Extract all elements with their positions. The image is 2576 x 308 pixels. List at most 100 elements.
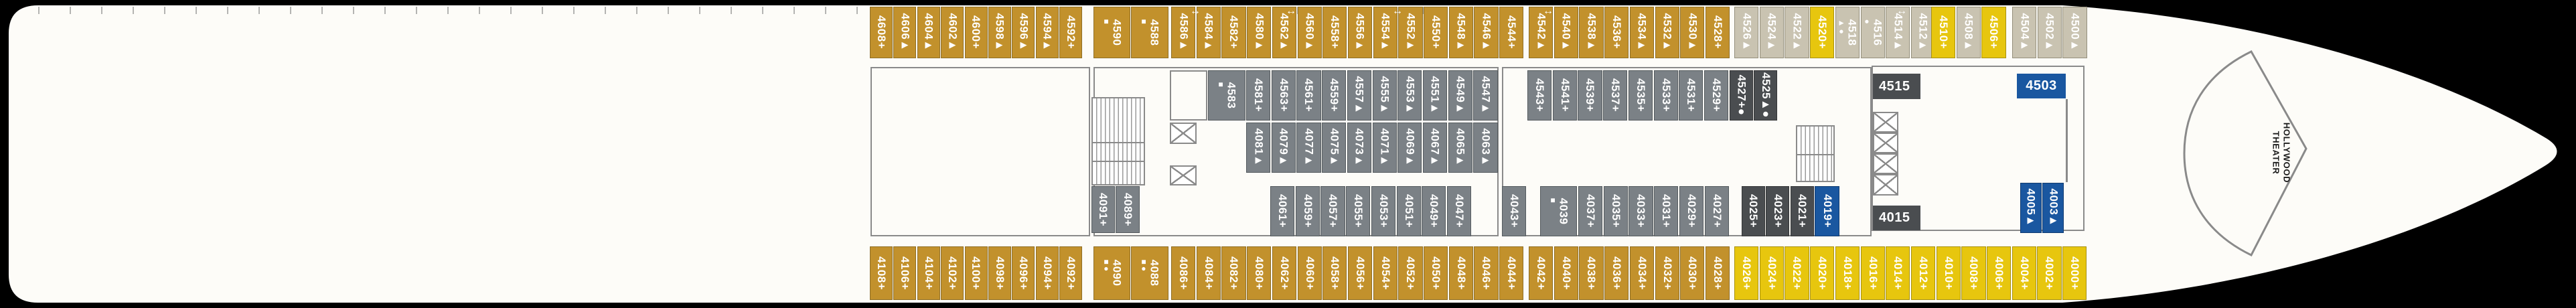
cabin-4506[interactable]: 4506+ — [1981, 7, 2006, 58]
cabin-4067[interactable]: 4067▲ — [1422, 123, 1448, 173]
cabin-4073[interactable]: 4073▲ — [1347, 123, 1372, 173]
cabin-4061[interactable]: 4061+ — [1270, 186, 1295, 236]
cabin-4039[interactable]: 4039■ — [1540, 186, 1577, 236]
cabin-4504[interactable]: 4504▲ — [2012, 7, 2037, 58]
cabin-4090[interactable]: 4090■● — [1093, 246, 1130, 300]
cabin-4046[interactable]: 4046+ — [1474, 246, 1499, 300]
cabin-4071[interactable]: 4071▲ — [1372, 123, 1397, 173]
cabin-4588[interactable]: 4588■ — [1131, 7, 1169, 58]
cabin-4054[interactable]: 4054+ — [1373, 246, 1397, 300]
cabin-4082[interactable]: 4082+ — [1221, 246, 1246, 300]
cabin-4547[interactable]: 4547▲ — [1473, 70, 1498, 121]
cabin-4558[interactable]: 4558+ — [1322, 7, 1347, 58]
cabin-4044[interactable]: 4044+ — [1499, 246, 1524, 300]
cabin-4042[interactable]: 4042+ — [1529, 246, 1554, 300]
cabin-4508[interactable]: 4508▲ — [1956, 7, 1981, 58]
cabin-4535[interactable]: 4535+ — [1628, 70, 1653, 121]
cabin-4028[interactable]: 4028+ — [1705, 246, 1730, 300]
cabin-4526[interactable]: 4526▲ — [1734, 7, 1759, 58]
cabin-4560[interactable]: 4560▲ — [1297, 7, 1322, 58]
cabin-4055[interactable]: 4055+ — [1346, 186, 1371, 236]
cabin-4550[interactable]: 4550+ — [1424, 7, 1448, 58]
cabin-4582[interactable]: 4582+ — [1221, 7, 1246, 58]
cabin-4016[interactable]: 4016+ — [1860, 246, 1885, 300]
cabin-4043[interactable]: 4043+ — [1502, 186, 1526, 236]
cabin-4092[interactable]: 4092+ — [1059, 246, 1083, 300]
cabin-4029[interactable]: 4029+ — [1679, 186, 1704, 236]
cabin-4003[interactable]: 4003▲ — [2042, 183, 2064, 233]
cabin-4098[interactable]: 4098+ — [988, 246, 1011, 300]
cabin-4012[interactable]: 4012+ — [1910, 246, 1936, 300]
cabin-4520[interactable]: 4520+ — [1810, 7, 1835, 58]
cabin-4583[interactable]: 4583■ — [1208, 70, 1246, 121]
cabin-4063[interactable]: 4063▲ — [1473, 123, 1498, 173]
cabin-4531[interactable]: 4531+ — [1679, 70, 1703, 121]
cabin-4036[interactable]: 4036+ — [1604, 246, 1629, 300]
cabin-4553[interactable]: 4553▲ — [1397, 70, 1422, 121]
cabin-4556[interactable]: 4556▲ — [1347, 7, 1373, 58]
cabin-4084[interactable]: 4084+ — [1196, 246, 1221, 300]
cabin-4018[interactable]: 4018+ — [1835, 246, 1860, 300]
cabin-4049[interactable]: 4049+ — [1422, 186, 1446, 236]
cabin-4539[interactable]: 4539+ — [1578, 70, 1602, 121]
cabin-4047[interactable]: 4047+ — [1446, 186, 1472, 236]
cabin-4079[interactable]: 4079▲ — [1271, 123, 1296, 173]
cabin-4546[interactable]: 4546▲ — [1474, 7, 1499, 58]
cabin-4527[interactable]: 4527+● — [1730, 70, 1753, 121]
cabin-4563[interactable]: 4563+ — [1271, 70, 1296, 121]
cabin-4543[interactable]: 4543+ — [1527, 70, 1552, 121]
cabin-4594[interactable]: 4594▲ — [1035, 7, 1059, 58]
cabin-4514[interactable]: 4514▲ — [1886, 7, 1910, 58]
cabin-4056[interactable]: 4056+ — [1347, 246, 1373, 300]
cabin-4030[interactable]: 4030+ — [1680, 246, 1705, 300]
cabin-4530[interactable]: 4530▲ — [1680, 7, 1705, 58]
cabin-4019[interactable]: 4019+ — [1815, 186, 1840, 236]
cabin-4500[interactable]: 4500▲ — [2062, 7, 2087, 58]
cabin-4561[interactable]: 4561+ — [1296, 70, 1321, 121]
cabin-4034[interactable]: 4034+ — [1629, 246, 1655, 300]
cabin-4522[interactable]: 4522▲ — [1785, 7, 1809, 58]
cabin-4549[interactable]: 4549▲ — [1448, 70, 1472, 121]
cabin-4551[interactable]: 4551▲ — [1422, 70, 1448, 121]
cabin-4590[interactable]: 4590■ — [1093, 7, 1130, 58]
cabin-4559[interactable]: 4559+ — [1322, 70, 1347, 121]
cabin-4503[interactable]: 4503 — [2017, 74, 2066, 98]
cabin-4600[interactable]: 4600+ — [964, 7, 988, 58]
cabin-4525[interactable]: 4525▲● — [1754, 70, 1778, 121]
cabin-4510[interactable]: 4510+ — [1931, 7, 1956, 58]
cabin-4024[interactable]: 4024+ — [1759, 246, 1784, 300]
cabin-4552[interactable]: 4552▲ — [1398, 7, 1423, 58]
cabin-4534[interactable]: 4534▲ — [1629, 7, 1655, 58]
cabin-4562[interactable]: 4562▲ — [1272, 7, 1297, 58]
cabin-4020[interactable]: 4020+ — [1810, 246, 1835, 300]
cabin-4051[interactable]: 4051+ — [1396, 186, 1421, 236]
cabin-4077[interactable]: 4077▲ — [1296, 123, 1321, 173]
cabin-4031[interactable]: 4031+ — [1654, 186, 1679, 236]
cabin-4021[interactable]: 4021+ — [1790, 186, 1814, 236]
cabin-4096[interactable]: 4096+ — [1012, 246, 1035, 300]
cabin-4518[interactable]: 4518▲● — [1835, 7, 1860, 58]
cabin-4536[interactable]: 4536+ — [1604, 7, 1629, 58]
cabin-4015[interactable]: 4015 — [1873, 206, 1920, 230]
cabin-4584[interactable]: 4584▲ — [1196, 7, 1221, 58]
cabin-4088[interactable]: 4088■● — [1131, 246, 1169, 300]
cabin-4516[interactable]: 4516● — [1860, 7, 1885, 58]
cabin-4554[interactable]: 4554▲ — [1373, 7, 1397, 58]
cabin-4592[interactable]: 4592+ — [1059, 7, 1083, 58]
cabin-4598[interactable]: 4598▲ — [988, 7, 1011, 58]
cabin-4557[interactable]: 4557▲ — [1347, 70, 1372, 121]
cabin-4059[interactable]: 4059+ — [1295, 186, 1320, 236]
cabin-4108[interactable]: 4108+ — [870, 246, 893, 300]
cabin-4540[interactable]: 4540▲ — [1554, 7, 1578, 58]
cabin-4532[interactable]: 4532▲ — [1655, 7, 1679, 58]
cabin-4006[interactable]: 4006+ — [1987, 246, 2012, 300]
cabin-4035[interactable]: 4035+ — [1603, 186, 1628, 236]
cabin-4502[interactable]: 4502▲ — [2037, 7, 2062, 58]
cabin-4529[interactable]: 4529+ — [1703, 70, 1729, 121]
cabin-4022[interactable]: 4022+ — [1785, 246, 1809, 300]
cabin-4555[interactable]: 4555▲ — [1372, 70, 1397, 121]
cabin-4080[interactable]: 4080+ — [1247, 246, 1272, 300]
cabin-4004[interactable]: 4004+ — [2012, 246, 2036, 300]
cabin-4005[interactable]: 4005▲ — [2020, 183, 2042, 233]
cabin-4538[interactable]: 4538▲ — [1579, 7, 1604, 58]
